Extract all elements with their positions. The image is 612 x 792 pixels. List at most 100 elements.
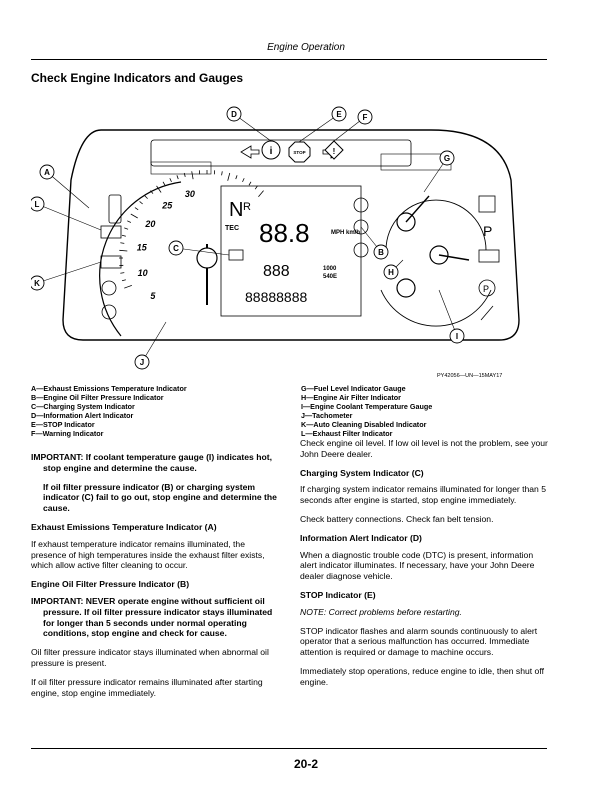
callout-label: F bbox=[363, 113, 368, 122]
warning-icon bbox=[324, 140, 344, 160]
lcd-tec: TEC bbox=[225, 225, 239, 232]
left-lamp-1-icon bbox=[101, 280, 117, 296]
legend-right: G—Fuel Level Indicator Gauge H—Engine Ai… bbox=[301, 384, 551, 438]
header-rule bbox=[31, 59, 547, 60]
tach-tick bbox=[169, 178, 172, 183]
note-restart: NOTE: Correct problems before restarting… bbox=[300, 606, 462, 617]
lcd-pto-1000: 1000 bbox=[323, 266, 337, 272]
page-title: Check Engine Indicators and Gauges bbox=[31, 71, 244, 85]
callout-label: G bbox=[444, 154, 450, 163]
para-stop-1: STOP indicator flashes and alarm sounds … bbox=[300, 625, 538, 658]
legend-item: I—Engine Coolant Temperature Gauge bbox=[301, 402, 433, 411]
fuel-gauge-arc bbox=[385, 199, 487, 251]
heading-stop: STOP Indicator (E) bbox=[300, 589, 376, 600]
legend-item: A—Exhaust Emissions Temperature Indicato… bbox=[31, 384, 187, 393]
coolant-gauge-arc bbox=[380, 289, 492, 327]
callout-label: L bbox=[35, 200, 40, 209]
lcd-mid: 888 bbox=[263, 263, 290, 280]
para-check-oil: Check engine oil level. If low oil level… bbox=[300, 438, 548, 459]
exhaust-filter-icon bbox=[100, 225, 122, 239]
exhaust-temp-icon bbox=[108, 194, 122, 224]
charging-system-icon bbox=[228, 249, 244, 261]
lcd-speed: 88.8 bbox=[259, 218, 310, 248]
callout-label: D bbox=[231, 110, 237, 119]
lcd-units: MPH km/h bbox=[331, 230, 360, 236]
callout-a bbox=[39, 164, 55, 180]
engine-icon bbox=[478, 195, 496, 213]
tach-tick bbox=[139, 201, 143, 205]
para-charging-2: Check battery connections. Check fan bel… bbox=[300, 513, 494, 524]
callout-g bbox=[439, 150, 455, 166]
heading-charging: Charging System Indicator (C) bbox=[300, 467, 424, 478]
tachometer-arc bbox=[99, 181, 182, 337]
tach-tick bbox=[176, 175, 179, 180]
tachometer-ticks bbox=[119, 170, 264, 289]
left-lamp-2-icon bbox=[101, 304, 117, 320]
fuel-needle bbox=[405, 195, 430, 223]
callout-c bbox=[168, 240, 184, 256]
tach-label: 5 bbox=[150, 291, 156, 301]
tach-tick bbox=[130, 213, 138, 219]
legend-item: F—Warning Indicator bbox=[31, 429, 104, 438]
tach-tick bbox=[144, 195, 148, 199]
svg-text:!: ! bbox=[333, 147, 336, 156]
tach-tick bbox=[242, 178, 245, 183]
svg-text:STOP: STOP bbox=[293, 150, 305, 155]
cluster-housing bbox=[62, 129, 520, 341]
para-stop-2: Immediately stop operations, reduce engi… bbox=[300, 665, 544, 687]
callout-leader bbox=[438, 289, 458, 337]
top-indicator-strip bbox=[150, 139, 412, 167]
callout-leader bbox=[36, 261, 102, 284]
callout-label: C bbox=[173, 244, 179, 253]
auto-cleaning-disabled-icon bbox=[100, 255, 122, 269]
legend-item: G—Fuel Level Indicator Gauge bbox=[301, 384, 406, 393]
tach-tick bbox=[254, 185, 258, 190]
callout-i bbox=[449, 328, 465, 344]
callout-label: H bbox=[388, 268, 394, 277]
callout-leader bbox=[46, 171, 90, 209]
air-filter-icon bbox=[353, 242, 369, 258]
svg-text:i: i bbox=[270, 146, 273, 157]
legend-item: B—Engine Oil Filter Pressure Indicator bbox=[31, 393, 164, 402]
tach-tick bbox=[258, 190, 264, 197]
legend-item: J—Tachometer bbox=[301, 411, 353, 420]
tach-tick bbox=[248, 181, 252, 186]
tach-tick bbox=[124, 227, 129, 230]
para-oil-2: If oil filter pressure indicator remains… bbox=[31, 676, 263, 698]
heading-info: Information Alert Indicator (D) bbox=[300, 532, 422, 543]
footer-rule bbox=[31, 748, 547, 749]
tach-tick bbox=[134, 207, 139, 211]
heading-oil: Engine Oil Filter Pressure Indicator (B) bbox=[31, 579, 190, 590]
legend-left: A—Exhaust Emissions Temperature Indicato… bbox=[31, 384, 281, 438]
tach-tick bbox=[235, 175, 238, 180]
legend-item: H—Engine Air Filter Indicator bbox=[301, 393, 401, 402]
lcd-gear: N bbox=[229, 199, 243, 221]
callout-label: J bbox=[140, 358, 144, 367]
callout-leader bbox=[298, 113, 340, 143]
tach-label: 25 bbox=[161, 200, 173, 210]
para-exhaust: If exhaust temperature indicator remains… bbox=[31, 538, 265, 571]
wrench-icon bbox=[480, 305, 494, 321]
page-number: 20-2 bbox=[293, 757, 319, 771]
legend-item: L—Exhaust Filter Indicator bbox=[301, 429, 393, 438]
important-oil-charging: If oil filter pressure indicator (B) or … bbox=[43, 481, 277, 514]
callout-leader bbox=[233, 113, 272, 142]
para-charging-1: If charging system indicator remains ill… bbox=[300, 484, 546, 506]
right-column: Check engine oil level. If low oil level… bbox=[300, 438, 550, 696]
important-coolant: IMPORTANT: If coolant temperature gauge … bbox=[31, 452, 272, 473]
callout-label: B bbox=[378, 248, 384, 257]
tach-label: 30 bbox=[185, 189, 195, 199]
third-gauge-hub bbox=[396, 278, 416, 298]
oil-pressure-icon bbox=[353, 219, 369, 235]
tach-tick bbox=[150, 190, 154, 194]
callout-label: I bbox=[456, 332, 458, 341]
callout-l bbox=[31, 196, 45, 212]
callout-leader bbox=[141, 321, 167, 363]
callout-d bbox=[226, 106, 242, 122]
tach-tick bbox=[127, 220, 132, 223]
tach-tick bbox=[156, 185, 162, 193]
tractor-icon bbox=[478, 249, 500, 263]
para-oil-1: Oil filter pressure indicator stays illu… bbox=[31, 647, 269, 668]
park-icon-p: P bbox=[483, 223, 492, 239]
